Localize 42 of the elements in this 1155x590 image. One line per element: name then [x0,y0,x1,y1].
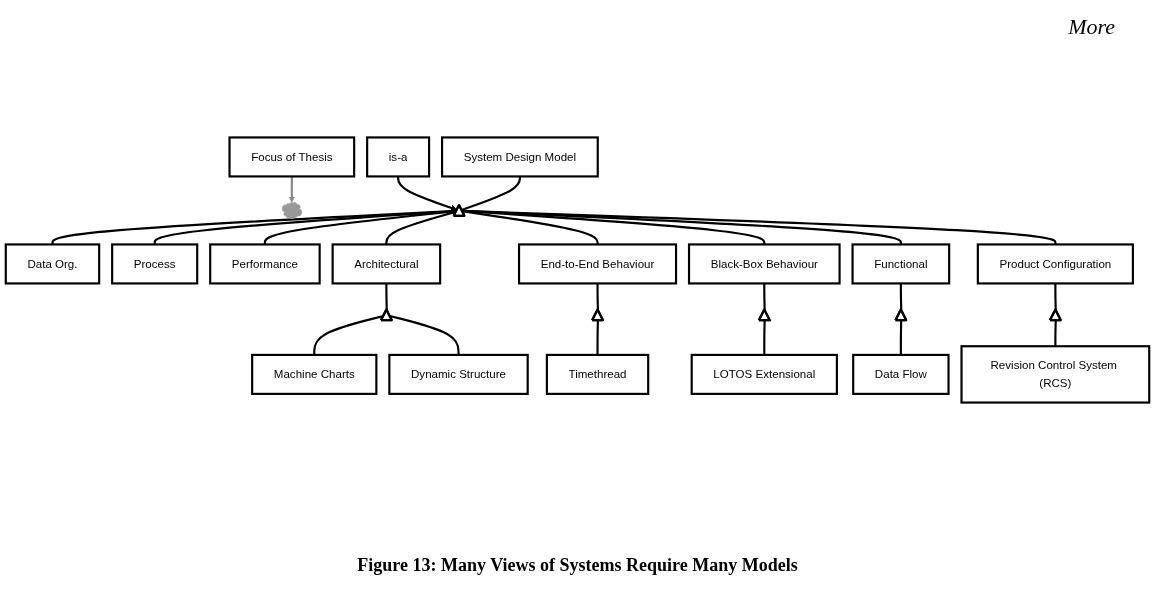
node-cloud [281,202,303,219]
figure-caption: Figure 13: Many Views of Systems Require Many Models [356,555,799,576]
node-box: Machine Charts [251,353,378,395]
connector [389,314,460,355]
node-box: Architectural [331,243,442,285]
connector [462,210,599,245]
arrow [397,176,458,212]
connector [461,176,521,212]
node-box: Dynamic Structure [388,353,529,395]
connector [462,209,1057,245]
connector [51,209,457,245]
connector [899,283,903,310]
connector [462,209,902,245]
connector [153,209,457,245]
connector [1054,320,1057,347]
node-box: Functional [851,243,951,285]
connector [596,320,599,355]
connector [763,320,766,355]
note-text: More [1068,14,1115,40]
arrow [288,176,295,203]
node-box: End-to-End Behaviour [517,243,678,285]
node-box: Timethread [545,353,650,395]
connector [596,283,599,310]
connector [313,314,384,355]
node-box: Product Configuration [976,243,1134,285]
connector [462,209,766,245]
node-box: Revision Control System (RCS) [960,345,1151,404]
connector [899,320,903,355]
node-box: Process [111,243,199,285]
connector [385,283,388,310]
connector [263,210,457,245]
connector [763,283,766,310]
node-box: System Design Model [441,136,599,178]
node-box: Data Flow [852,353,950,395]
node-box: is-a [366,136,431,178]
node-box: Focus of Thesis [228,136,356,178]
connector [1054,283,1057,310]
connector [385,210,457,245]
node-box: Black-Box Behaviour [687,243,841,285]
node-box: Data Org. [4,243,101,285]
node-box: LOTOS Extensional [690,353,838,395]
node-box: Performance [209,243,321,285]
